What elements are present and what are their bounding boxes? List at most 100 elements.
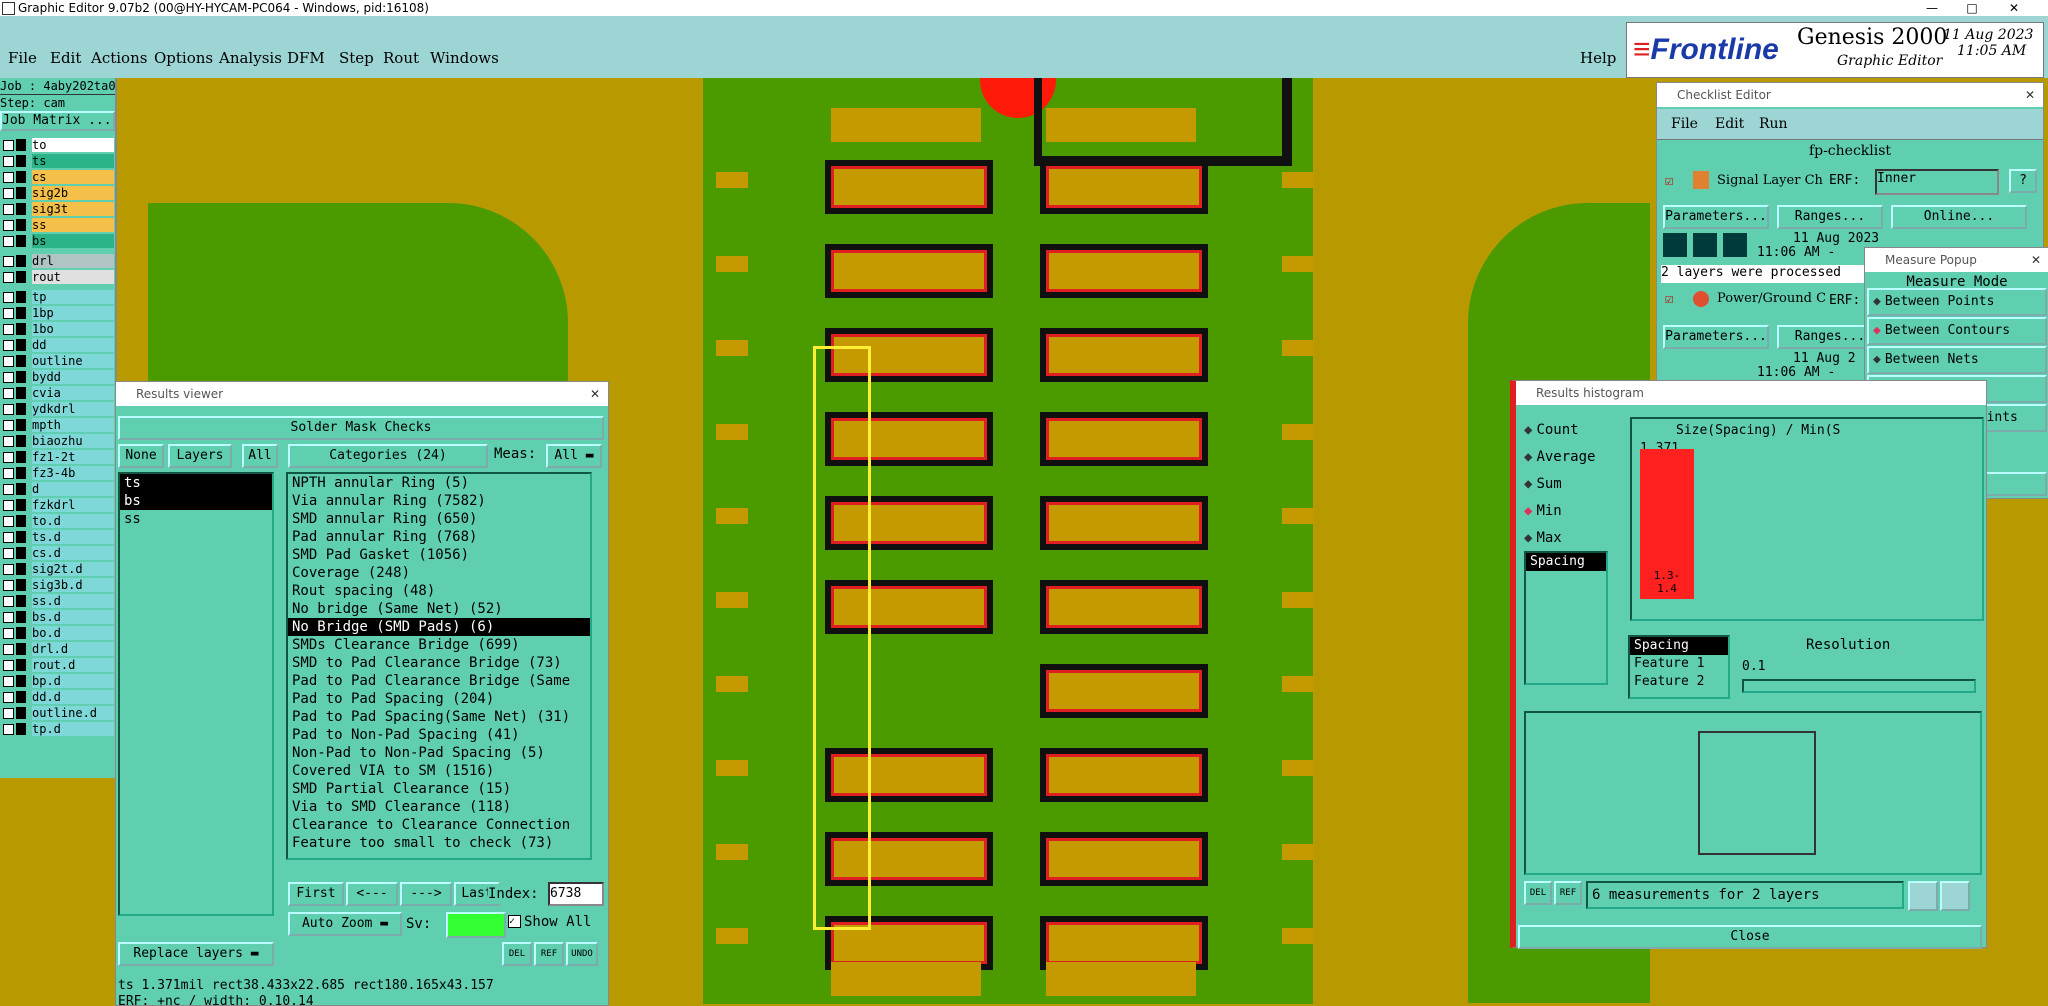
layer-checkbox[interactable]: [3, 692, 14, 703]
layer-row[interactable]: rout.d: [0, 657, 115, 673]
layer-name[interactable]: bs.d: [32, 610, 114, 624]
layer-name[interactable]: mpth: [32, 418, 114, 432]
field-spacing[interactable]: Spacing: [1630, 637, 1728, 655]
layer-checkbox[interactable]: [3, 188, 14, 199]
category-item[interactable]: SMDs Clearance Bridge (699): [292, 637, 520, 653]
layer-name[interactable]: outline: [32, 354, 114, 368]
layer-name[interactable]: bydd: [32, 370, 114, 384]
measure-option[interactable]: ◆Between Contours: [1867, 317, 2047, 345]
layer-checkbox[interactable]: [3, 340, 14, 351]
layer-checkbox[interactable]: [3, 724, 14, 735]
layer-row[interactable]: sig3t: [0, 201, 115, 217]
layer-row[interactable]: ss: [0, 217, 115, 233]
layer-name[interactable]: outline.d: [32, 706, 114, 720]
measure-option[interactable]: ◆Between Points: [1867, 288, 2047, 316]
menu-windows[interactable]: Windows: [430, 49, 499, 67]
layer-name[interactable]: bs: [32, 234, 114, 248]
layer-checkbox[interactable]: [3, 612, 14, 623]
layer-row[interactable]: cs: [0, 169, 115, 185]
layer-checkbox[interactable]: [3, 292, 14, 303]
signal-parameters-button[interactable]: Parameters...: [1663, 205, 1769, 229]
minimize-button[interactable]: —: [1926, 1, 1938, 15]
maximize-button[interactable]: □: [1966, 1, 1978, 15]
auto-zoom-dropdown[interactable]: Auto Zoom ▬: [288, 912, 402, 936]
histogram-list[interactable]: Spacing: [1524, 551, 1608, 685]
layer-name[interactable]: tp.d: [32, 722, 114, 736]
layer-name[interactable]: sig3t: [32, 202, 114, 216]
layer-row[interactable]: biaozhu: [0, 433, 115, 449]
signal-erf-input[interactable]: Inner: [1875, 169, 1999, 195]
layer-row[interactable]: ts.d: [0, 529, 115, 545]
layer-name[interactable]: to.d: [32, 514, 114, 528]
undo-button[interactable]: UNDO: [566, 942, 598, 966]
layer-name[interactable]: drl.d: [32, 642, 114, 656]
all-button[interactable]: All: [242, 444, 278, 468]
category-item[interactable]: Pad to Pad Spacing (204): [292, 691, 495, 707]
histogram-icon[interactable]: [1940, 881, 1970, 911]
layer-row[interactable]: mpth: [0, 417, 115, 433]
layer-row[interactable]: ss.d: [0, 593, 115, 609]
result-layer-item[interactable]: ts: [120, 474, 272, 492]
job-matrix-button[interactable]: Job Matrix ...: [0, 111, 115, 131]
layer-checkbox[interactable]: [3, 532, 14, 543]
signal-online-button[interactable]: Online...: [1891, 205, 2027, 229]
layer-checkbox[interactable]: [3, 548, 14, 559]
category-item[interactable]: NPTH annular Ring (5): [292, 475, 470, 491]
close-icon[interactable]: ✕: [2030, 253, 2041, 267]
layer-checkbox[interactable]: [3, 388, 14, 399]
layer-row[interactable]: outline: [0, 353, 115, 369]
category-item[interactable]: Covered VIA to SM (1516): [292, 763, 495, 779]
category-item[interactable]: Pad to Non-Pad Spacing (41): [292, 727, 520, 743]
category-item[interactable]: Feature too small to check (73): [292, 835, 554, 851]
layer-checkbox[interactable]: [3, 256, 14, 267]
layer-checkbox[interactable]: [3, 580, 14, 591]
layers-button[interactable]: Layers: [168, 444, 232, 468]
histogram-icon[interactable]: [1908, 881, 1938, 911]
category-item[interactable]: Via annular Ring (7582): [292, 493, 486, 509]
measure-option[interactable]: ◆Between Nets: [1867, 346, 2047, 374]
category-item[interactable]: SMD to Pad Clearance Bridge (73): [292, 655, 562, 671]
category-item[interactable]: Clearance to Clearance Connection: [292, 817, 571, 833]
category-item[interactable]: SMD Partial Clearance (15): [292, 781, 512, 797]
layer-name[interactable]: cs: [32, 170, 114, 184]
layer-row[interactable]: ts: [0, 153, 115, 169]
next-button[interactable]: --->: [400, 882, 452, 906]
result-layer-item[interactable]: bs: [120, 492, 272, 510]
layer-name[interactable]: sig2t.d: [32, 562, 114, 576]
layer-name[interactable]: rout.d: [32, 658, 114, 672]
categories-button[interactable]: Categories (24): [288, 444, 488, 468]
layer-checkbox[interactable]: [3, 220, 14, 231]
layer-name[interactable]: d: [32, 482, 114, 496]
layer-checkbox[interactable]: [3, 708, 14, 719]
layer-row[interactable]: ydkdrl: [0, 401, 115, 417]
layer-row[interactable]: bs: [0, 233, 115, 249]
layer-name[interactable]: sig3b.d: [32, 578, 114, 592]
signal-check-checkbox[interactable]: ☑: [1665, 173, 1674, 189]
prev-button[interactable]: <---: [346, 882, 398, 906]
layer-row[interactable]: tp.d: [0, 721, 115, 737]
checklist-menu-edit[interactable]: Edit: [1715, 116, 1745, 132]
layer-checkbox[interactable]: [3, 420, 14, 431]
layer-name[interactable]: ts: [32, 154, 114, 168]
category-item[interactable]: SMD Pad Gasket (1056): [292, 547, 470, 563]
stat-option[interactable]: ◆Sum: [1524, 476, 1562, 492]
stat-option[interactable]: ◆Average: [1524, 449, 1596, 465]
layer-row[interactable]: sig3b.d: [0, 577, 115, 593]
field-feature1[interactable]: Feature 1: [1634, 656, 1705, 671]
category-item[interactable]: Coverage (248): [292, 565, 411, 581]
layer-name[interactable]: rout: [32, 270, 114, 284]
histogram-del-button[interactable]: DEL: [1524, 881, 1552, 905]
layer-row[interactable]: to: [0, 137, 115, 153]
layer-row[interactable]: bo.d: [0, 625, 115, 641]
signal-ranges-button[interactable]: Ranges...: [1777, 205, 1883, 229]
layer-row[interactable]: dd: [0, 337, 115, 353]
layer-row[interactable]: drl.d: [0, 641, 115, 657]
run-icon[interactable]: [1723, 233, 1747, 257]
layer-name[interactable]: drl: [32, 254, 114, 268]
category-item[interactable]: Pad to Pad Clearance Bridge (Same: [292, 673, 571, 689]
layer-checkbox[interactable]: [3, 644, 14, 655]
layer-name[interactable]: fz1-2t: [32, 450, 114, 464]
layer-row[interactable]: fz3-4b: [0, 465, 115, 481]
layer-row[interactable]: sig2t.d: [0, 561, 115, 577]
layer-checkbox[interactable]: [3, 172, 14, 183]
